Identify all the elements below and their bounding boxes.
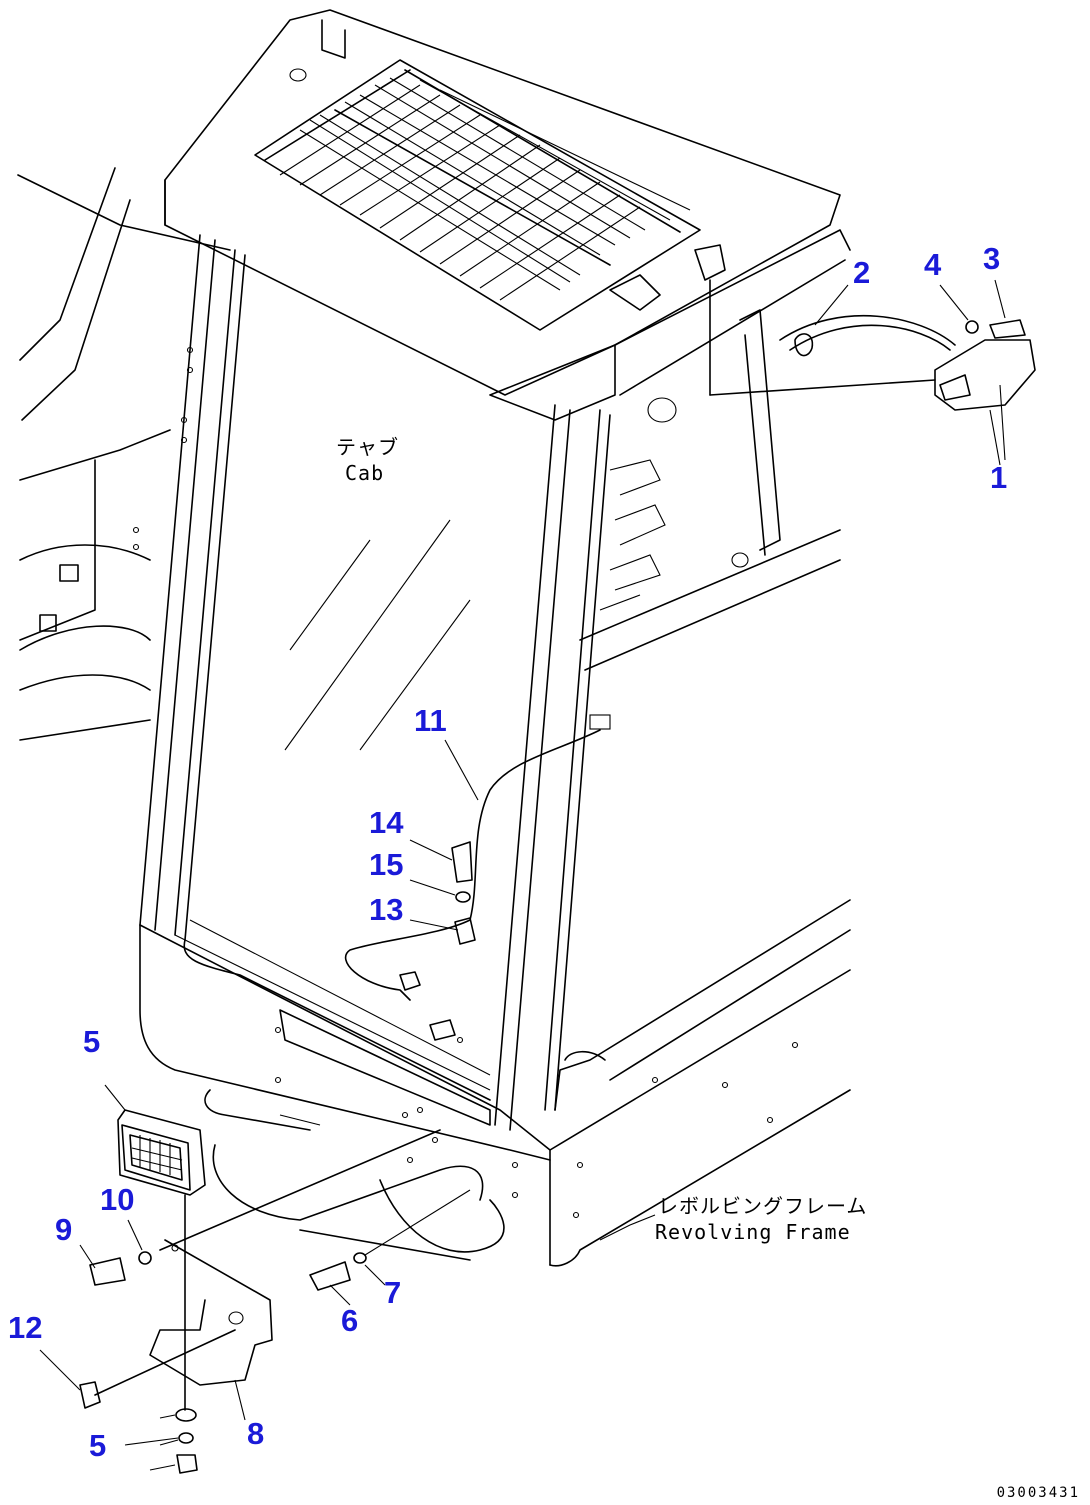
drawing-code: 03003431 — [996, 1485, 1080, 1501]
bolt-6-7 — [309, 1189, 471, 1291]
callout-9: 9 — [55, 1212, 73, 1247]
callout-4: 4 — [924, 247, 942, 282]
cab-label-jp: テャブ — [336, 435, 399, 459]
cab-label-en: Cab — [345, 461, 385, 485]
clamp-13-15 — [451, 841, 476, 945]
callout-5-lamp: 5 — [83, 1024, 101, 1059]
window-glass — [284, 519, 471, 751]
work-lamp-assembly — [79, 1109, 273, 1474]
callout-8: 8 — [247, 1416, 265, 1451]
callout-10: 10 — [100, 1182, 135, 1217]
callout-5-washer: 5 — [89, 1428, 107, 1463]
cab-frame — [139, 229, 851, 1131]
callout-12: 12 — [8, 1310, 43, 1345]
callout-15: 15 — [369, 847, 404, 882]
cab-roof — [164, 9, 841, 421]
callout-1: 1 — [990, 460, 1008, 495]
rear-lamp-assembly — [709, 279, 1036, 461]
leader-lines — [39, 279, 1006, 1446]
callout-11: 11 — [414, 703, 447, 738]
callout-6: 6 — [341, 1303, 359, 1338]
callout-14: 14 — [369, 805, 404, 840]
callout-13: 13 — [369, 892, 404, 927]
wiring-harness — [344, 729, 601, 1041]
callout-2: 2 — [853, 255, 871, 290]
callout-7: 7 — [384, 1275, 402, 1310]
frame-label-jp: レボルビングフレーム — [658, 1194, 868, 1218]
frame-label-en: Revolving Frame — [655, 1220, 851, 1244]
callout-3: 3 — [983, 241, 1001, 276]
revolving-frame — [132, 346, 851, 1267]
background-machine — [17, 167, 231, 741]
